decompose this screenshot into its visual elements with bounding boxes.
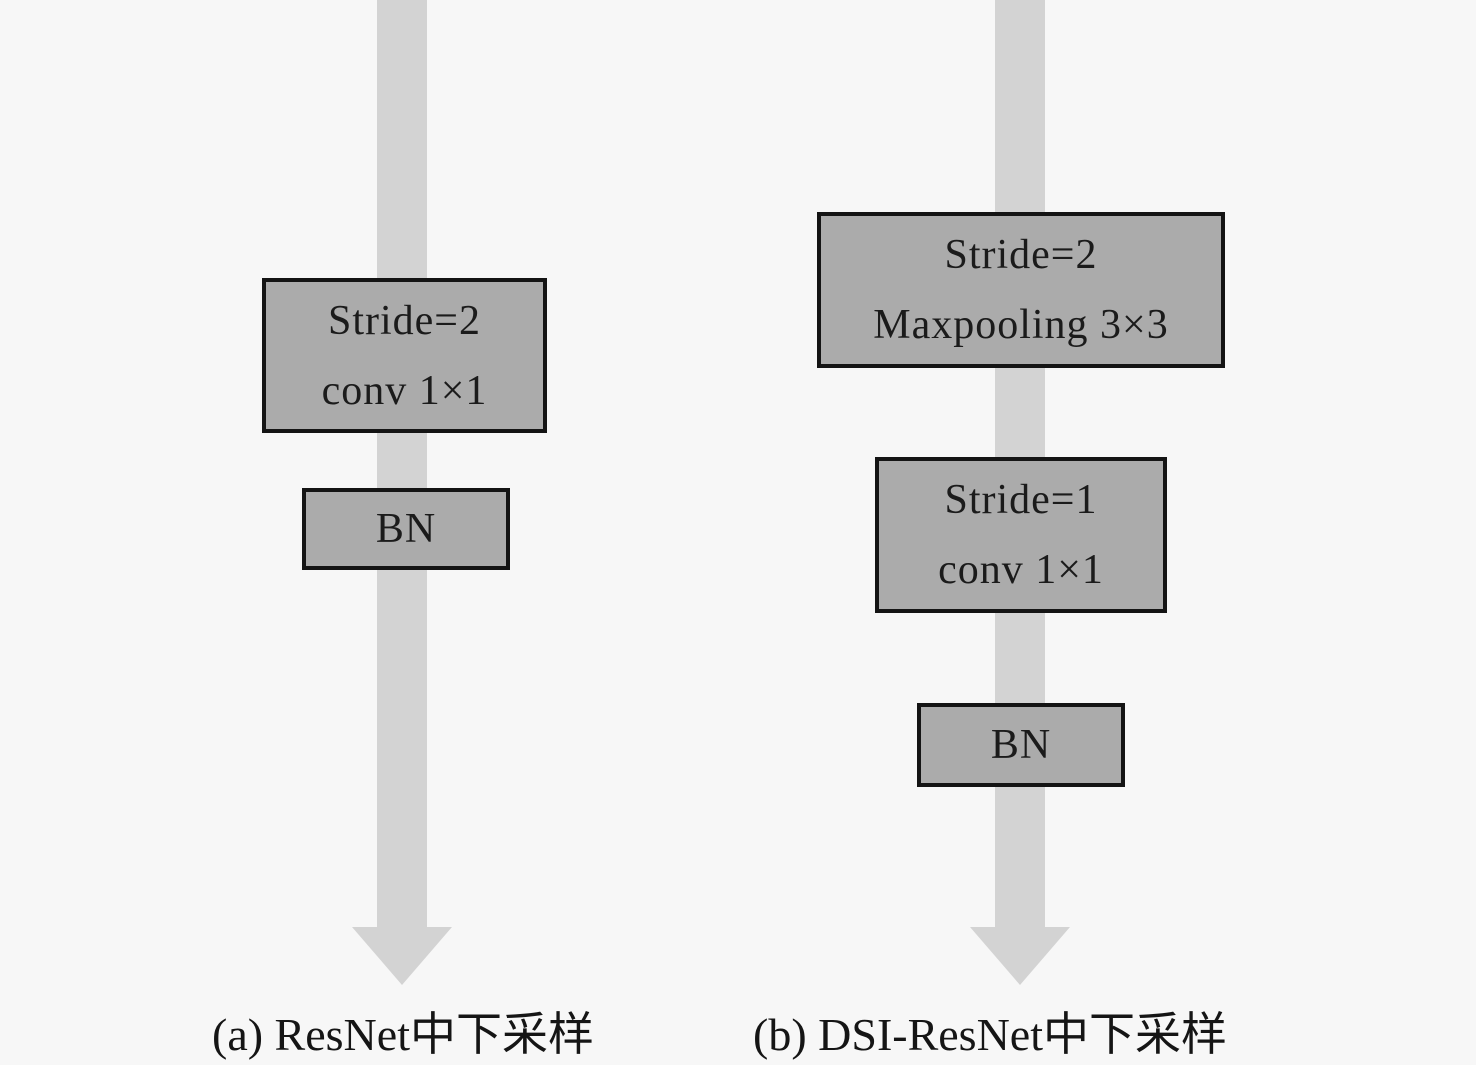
node-text-line1: Stride=2 (327, 297, 481, 344)
arrow-shaft (377, 0, 427, 930)
node-bn: BN (917, 703, 1125, 787)
arrow-head (970, 927, 1070, 985)
caption-dsi-resnet-downsample: (b) DSI-ResNet中下采样 (753, 1009, 1227, 1060)
node-stride1-conv1x1: Stride=1 conv 1×1 (875, 457, 1167, 613)
node-text-line1: Stride=1 (944, 477, 1098, 523)
node-stride2-conv1x1: Stride=2 conv 1×1 (262, 278, 547, 433)
node-text-line2: conv 1×1 (938, 547, 1104, 593)
arrow-head (352, 927, 452, 985)
node-text-line2: Maxpooling 3×3 (873, 302, 1169, 348)
caption-resnet-downsample: (a) ResNet中下采样 (212, 1009, 594, 1060)
node-stride2-maxpooling3x3: Stride=2 Maxpooling 3×3 (817, 212, 1225, 368)
node-text-line1: Stride=2 (944, 232, 1098, 278)
node-text-line1: BN (990, 722, 1052, 768)
node-bn: BN (302, 488, 510, 570)
down-arrow-icon (352, 0, 452, 985)
node-text-line2: conv 1×1 (321, 367, 488, 414)
node-text-line1: BN (375, 506, 437, 552)
